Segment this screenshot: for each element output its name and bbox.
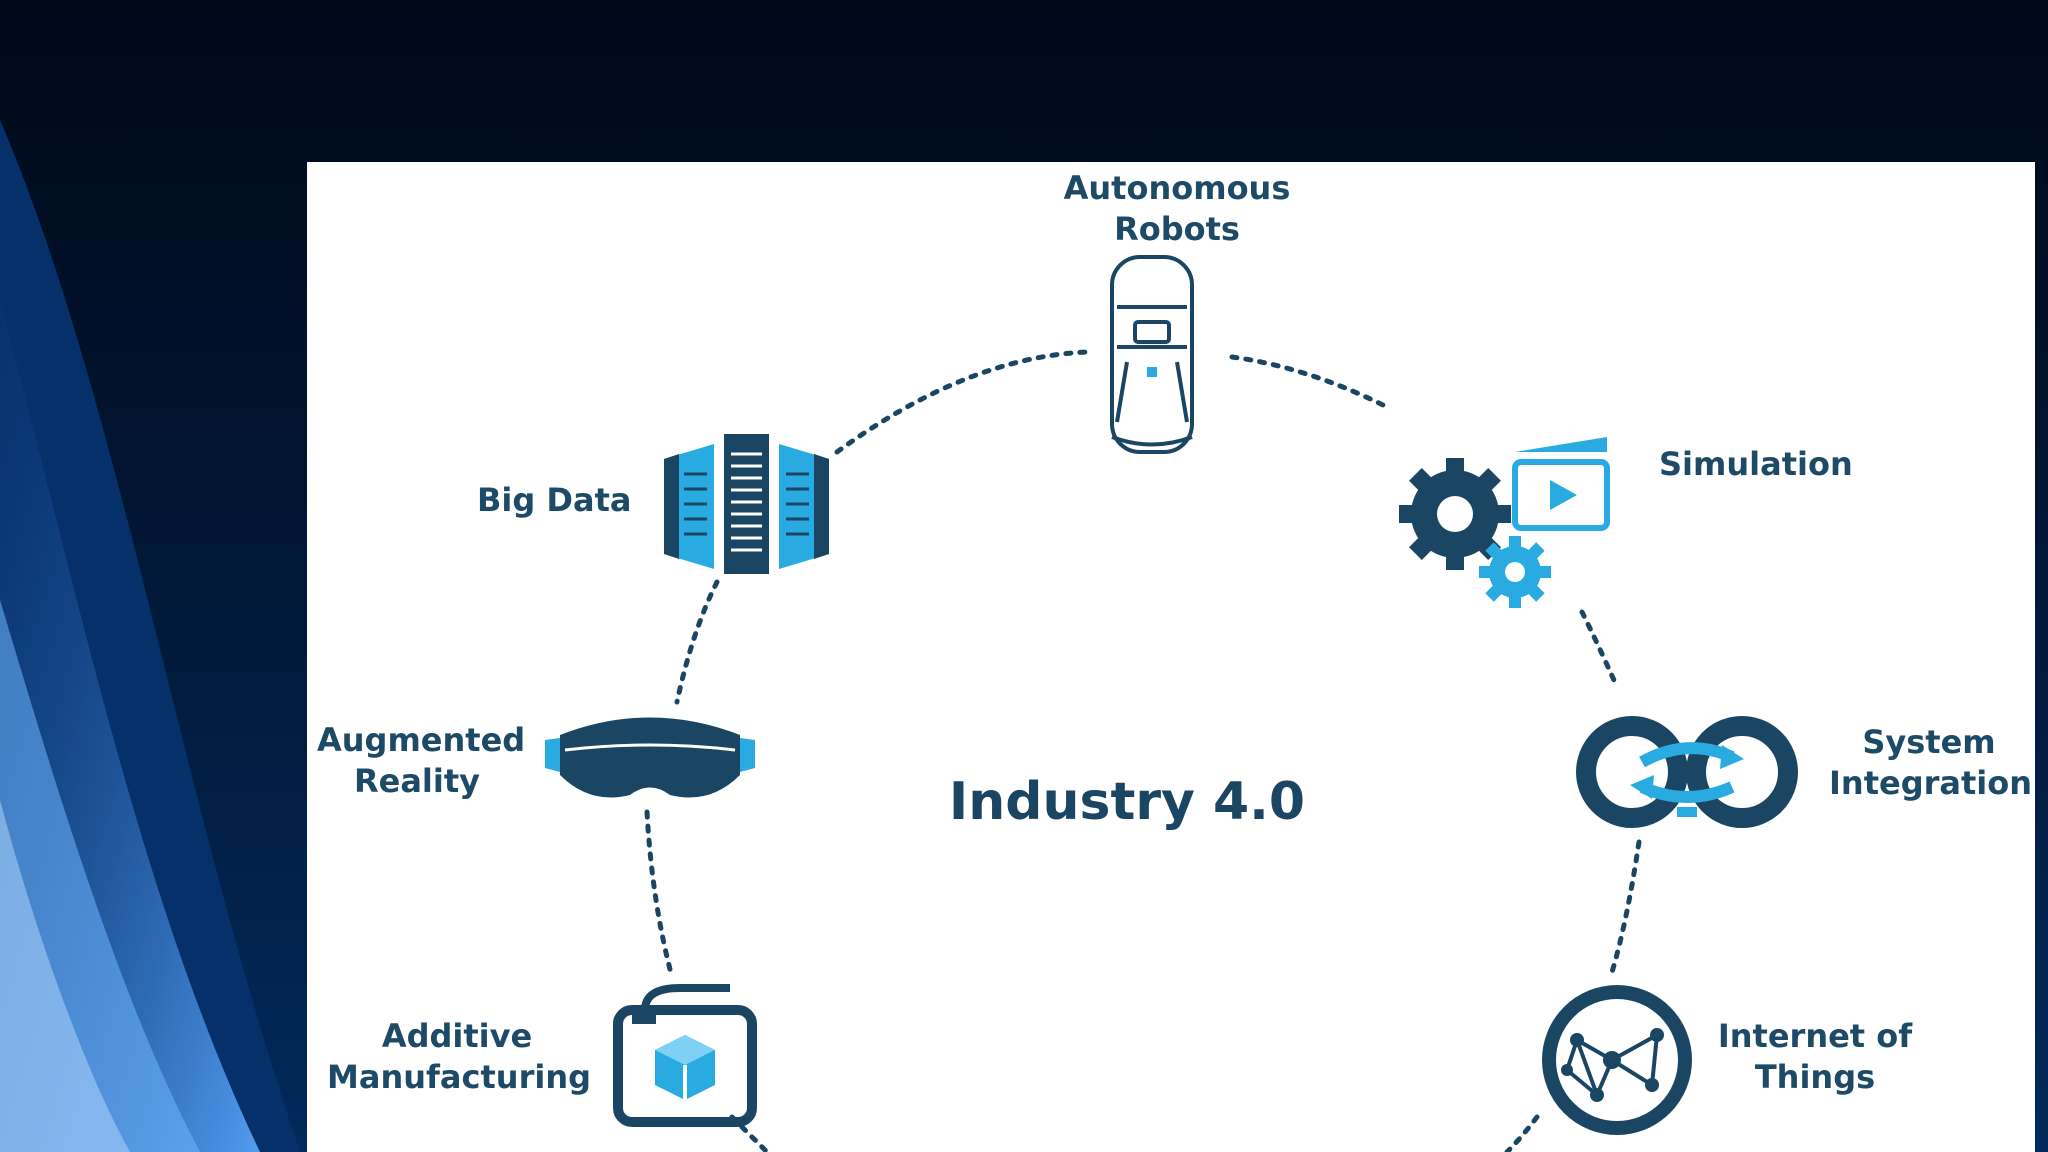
label-line: Augmented <box>317 721 526 759</box>
label-internet-of-things: Internet of Things <box>1715 1016 1915 1098</box>
label-line: Integration <box>1829 764 2032 802</box>
system-integration-icon <box>1576 716 1798 828</box>
connection-ring <box>644 349 1642 1152</box>
label-line: Robots <box>1114 210 1240 248</box>
label-line: Additive <box>381 1017 533 1055</box>
label-line: System <box>1862 723 1996 761</box>
label-line: Simulation <box>1659 445 1853 483</box>
label-line: Autonomous <box>1063 169 1291 207</box>
label-autonomous-robots: Autonomous Robots <box>1047 168 1307 250</box>
label-line: Big Data <box>477 481 632 519</box>
label-line: Reality <box>353 762 481 800</box>
simulation-icon <box>1399 437 1610 608</box>
diagram-title: Industry 4.0 <box>948 772 1306 832</box>
3d-printer-icon <box>613 984 757 1127</box>
label-line: Things <box>1754 1058 1876 1096</box>
diagram-panel: Industry 4.0 Autonomous Robots <box>307 162 2035 1152</box>
internet-of-things-icon <box>1542 985 1692 1135</box>
label-line: Internet of <box>1717 1017 1913 1055</box>
label-big-data: Big Data <box>477 480 631 521</box>
label-system-integration: System Integration <box>1829 722 2032 804</box>
label-line: Manufacturing <box>327 1058 591 1096</box>
label-additive-manufacturing: Additive Manufacturing <box>327 1016 591 1098</box>
label-augmented-reality: Augmented Reality <box>317 720 526 802</box>
autonomous-robot-icon <box>1110 255 1194 454</box>
vr-headset-icon <box>545 717 755 798</box>
label-simulation: Simulation <box>1659 444 1853 485</box>
server-racks-icon <box>664 434 829 574</box>
